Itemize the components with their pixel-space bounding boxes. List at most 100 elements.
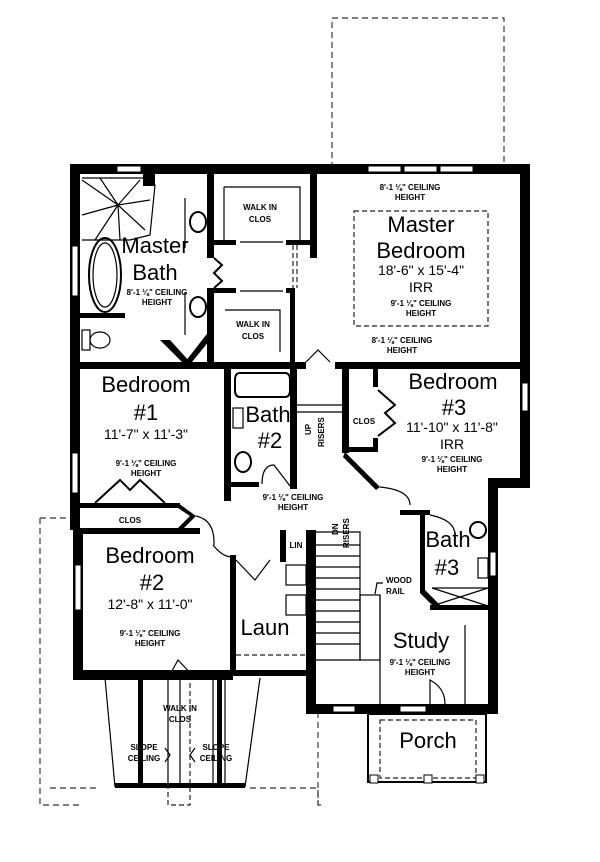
bedroom3-title-2: #3 <box>442 395 466 420</box>
door-swing[interactable] <box>167 658 196 679</box>
stairs-down-risers: RISERS <box>342 518 351 548</box>
bedroom1-title-2: #1 <box>134 400 158 425</box>
laundry-label: Laun <box>241 615 290 640</box>
master-bed-ceiling-2: HEIGHT <box>406 309 436 318</box>
bedroom1-title: Bedroom <box>101 372 190 397</box>
wall <box>310 174 317 258</box>
master-bed-note: IRR <box>409 279 433 295</box>
slope-area-lines <box>104 677 261 788</box>
wall <box>80 503 180 508</box>
master-bath-title-2: Bath <box>132 260 177 285</box>
wall <box>70 164 80 530</box>
bath3-title: Bath <box>425 527 470 552</box>
bath-door[interactable] <box>429 514 456 536</box>
master-bed-ceiling: 9'-1 ⅛" CEILING <box>391 299 452 308</box>
study-ceiling-2: HEIGHT <box>405 668 435 677</box>
window <box>116 165 142 173</box>
wall <box>373 438 378 452</box>
wall <box>286 240 316 245</box>
bedroom3-ceiling: 9'-1 ⅛" CEILING <box>422 455 483 464</box>
lower-right-dashed <box>317 712 325 806</box>
bedroom3-closet: CLOS <box>353 417 376 426</box>
wall <box>335 362 525 369</box>
shower <box>82 177 156 241</box>
bottom-closet-label: WALK IN <box>163 704 197 713</box>
wall <box>175 503 196 532</box>
toilet-tank <box>81 329 91 351</box>
door-swing[interactable] <box>305 349 331 363</box>
porch-title: Porch <box>399 728 456 753</box>
wall <box>290 369 297 489</box>
master-bed-bottom-ceiling-2: HEIGHT <box>387 346 417 355</box>
wall <box>224 369 231 501</box>
toilet <box>89 331 111 349</box>
sink <box>469 521 487 539</box>
slope-left-label: SLOPE <box>130 743 158 752</box>
window <box>71 452 79 494</box>
wall <box>520 164 530 486</box>
master-bed-title: Master <box>387 212 454 237</box>
bath3-title-2: #3 <box>435 555 459 580</box>
window <box>403 165 438 173</box>
wall <box>207 288 214 364</box>
bifold-door[interactable] <box>94 478 166 504</box>
sliding-door[interactable] <box>240 241 283 292</box>
wall <box>286 288 293 293</box>
shower-lines <box>81 177 151 241</box>
wall <box>488 478 530 488</box>
wall <box>349 447 376 452</box>
master-bath-title: Master <box>121 233 188 258</box>
laun-door[interactable] <box>235 559 271 581</box>
bedroom1-size: 11'-7" x 11'-3" <box>104 426 188 442</box>
walk-in-closet-mid-label-2: CLOS <box>242 332 265 341</box>
window <box>521 382 529 412</box>
arrow <box>164 747 196 763</box>
wall <box>70 164 530 174</box>
wall <box>343 452 380 490</box>
window <box>439 165 474 173</box>
door-swing[interactable] <box>212 544 237 558</box>
bedroom2-title-2: #2 <box>140 570 164 595</box>
wall <box>342 369 349 453</box>
door-swing[interactable] <box>379 486 411 506</box>
wall <box>185 330 214 362</box>
bedroom3-note: IRR <box>440 436 464 452</box>
wall <box>233 670 316 676</box>
wall <box>115 783 245 788</box>
study-door[interactable] <box>429 678 446 705</box>
wall <box>80 313 125 318</box>
wall <box>230 555 236 670</box>
wall <box>290 288 295 364</box>
bedroom1-ceiling: 9'-1 ⅛" CEILING <box>116 459 177 468</box>
study-title: Study <box>393 628 449 653</box>
door-swing[interactable] <box>195 515 215 546</box>
master-bed-top-ceiling-2: HEIGHT <box>395 193 425 202</box>
master-bed-bottom-ceiling: 8'-1 ⅛" CEILING <box>372 336 433 345</box>
window <box>489 551 497 577</box>
laundry-sink <box>285 564 307 586</box>
shower <box>431 587 489 607</box>
wall <box>80 528 200 534</box>
bifold-door[interactable] <box>212 257 224 289</box>
wall <box>70 362 306 369</box>
bedroom3-size: 11'-10" x 11'-8" <box>406 419 498 435</box>
master-bath-ceiling: 8'-1 ⅛" CEILING <box>127 288 188 297</box>
wall <box>306 530 316 714</box>
tray-ceiling-outline <box>353 210 489 327</box>
study-ceiling: 9'-1 ⅛" CEILING <box>390 658 451 667</box>
slope-left-label-2: CEILING <box>128 754 160 763</box>
master-bed-top-ceiling: 8'-1 ⅛" CEILING <box>380 183 441 192</box>
stairs <box>316 531 381 704</box>
bath-door[interactable] <box>261 464 291 487</box>
bedroom3-title: Bedroom <box>408 369 497 394</box>
master-bed-size: 18'-6" x 15'-4" <box>378 262 464 278</box>
opening-dashed <box>167 680 191 806</box>
wall <box>160 340 190 362</box>
bifold-door[interactable] <box>377 389 397 437</box>
bath2-title: Bath <box>245 402 290 427</box>
wall <box>400 510 440 609</box>
wall <box>280 530 286 562</box>
master-bath-ceiling-2: HEIGHT <box>142 298 172 307</box>
wall <box>143 174 155 186</box>
